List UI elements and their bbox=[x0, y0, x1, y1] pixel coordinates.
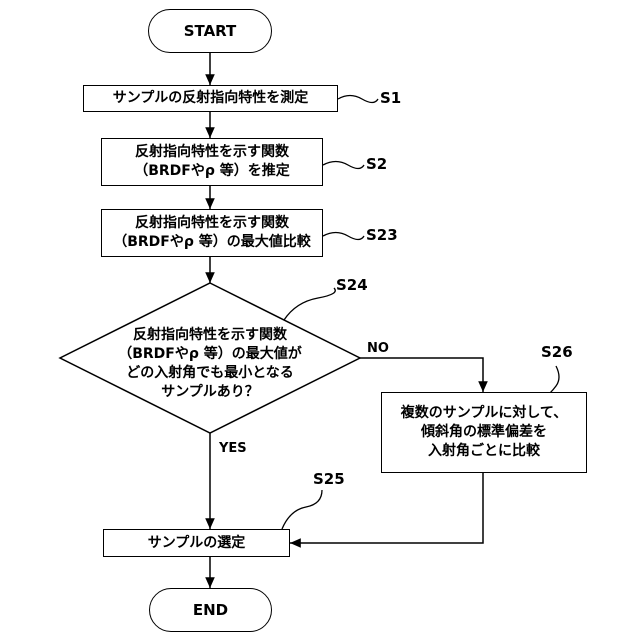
step-label-s25: S25 bbox=[313, 470, 345, 488]
s24-line2: （BRDFやρ 等）の最大値が bbox=[60, 345, 360, 364]
branch-yes-label: YES bbox=[219, 441, 247, 456]
start-label: START bbox=[184, 22, 237, 41]
s2-line1: 反射指向特性を示す関数 bbox=[135, 143, 289, 162]
process-s25: サンプルの選定 bbox=[103, 529, 290, 557]
s24-line3: どの入射角でも最小となる bbox=[60, 364, 360, 383]
end-terminal: END bbox=[149, 588, 272, 632]
leader-s2 bbox=[323, 162, 364, 169]
s26-line2: 傾斜角の標準偏差を bbox=[421, 423, 547, 442]
s24-line1: 反射指向特性を示す関数 bbox=[60, 326, 360, 345]
s26-line1: 複数のサンプルに対して、 bbox=[401, 404, 567, 423]
step-label-s24: S24 bbox=[336, 276, 368, 294]
leader-s24 bbox=[284, 288, 335, 320]
step-label-s23: S23 bbox=[366, 226, 398, 244]
s23-line1: 反射指向特性を示す関数 bbox=[135, 214, 289, 233]
s2-line2: （BRDFやρ 等）を推定 bbox=[134, 162, 290, 181]
process-s23: 反射指向特性を示す関数 （BRDFやρ 等）の最大値比較 bbox=[101, 209, 323, 257]
process-s2: 反射指向特性を示す関数 （BRDFやρ 等）を推定 bbox=[101, 138, 323, 186]
s23-line2: （BRDFやρ 等）の最大値比較 bbox=[113, 233, 311, 252]
decision-s24-text: 反射指向特性を示す関数 （BRDFやρ 等）の最大値が どの入射角でも最小となる… bbox=[60, 326, 360, 402]
arrow-s24-no-to-s26 bbox=[360, 358, 483, 392]
s24-line4: サンプルあり？ bbox=[60, 383, 360, 402]
leader-s1 bbox=[338, 96, 378, 103]
leader-s23 bbox=[323, 233, 364, 240]
s1-text: サンプルの反射指向特性を測定 bbox=[113, 89, 309, 108]
process-s1: サンプルの反射指向特性を測定 bbox=[83, 85, 338, 112]
leader-s25 bbox=[282, 490, 322, 529]
s26-line3: 入射角ごとに比較 bbox=[428, 442, 540, 461]
branch-no-label: NO bbox=[367, 341, 389, 356]
s25-text: サンプルの選定 bbox=[148, 534, 246, 553]
start-terminal: START bbox=[148, 9, 272, 53]
step-label-s2: S2 bbox=[366, 155, 387, 173]
step-label-s1: S1 bbox=[380, 89, 401, 107]
step-label-s26: S26 bbox=[541, 343, 573, 361]
end-label: END bbox=[193, 601, 228, 620]
process-s26: 複数のサンプルに対して、 傾斜角の標準偏差を 入射角ごとに比較 bbox=[381, 392, 587, 473]
